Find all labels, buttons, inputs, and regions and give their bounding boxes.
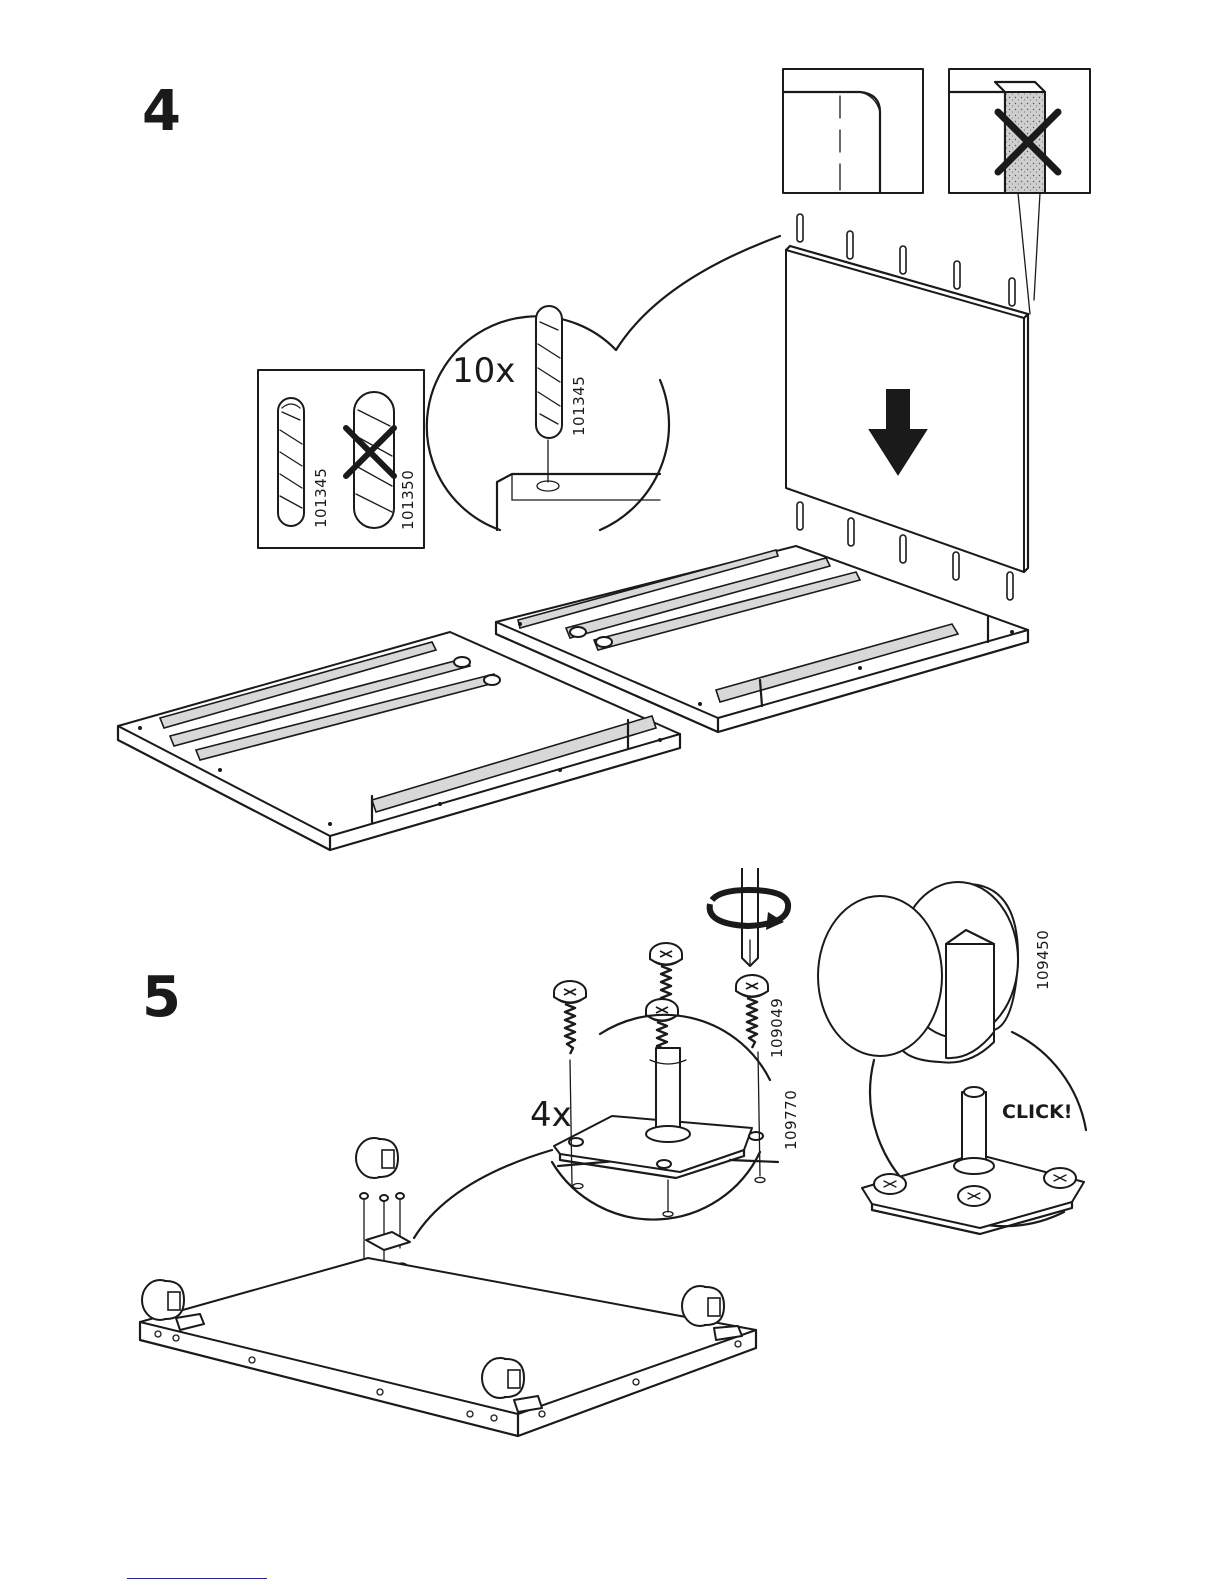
part-number-label: 109770 — [782, 1090, 800, 1150]
footer-rule — [127, 1578, 267, 1579]
step-number: 4 — [142, 79, 181, 144]
caster-icon — [482, 1358, 524, 1398]
caster-exploded-small — [356, 1138, 410, 1269]
screw-icon — [736, 975, 768, 1048]
edge-wrong-detail — [949, 69, 1090, 314]
vertical-panel — [786, 214, 1028, 600]
quantity-label: 10x — [452, 351, 515, 391]
bottom-panel-with-casters — [140, 1258, 756, 1436]
edge-correct-detail — [783, 69, 923, 193]
dowel-magnifier: 10x 101345 — [427, 236, 780, 530]
step-4: 4 101345 — [118, 69, 1090, 850]
screwdriver-icon — [710, 868, 788, 966]
dowel-comparison-box: 101345 101350 — [258, 370, 424, 548]
caster-icon — [682, 1286, 724, 1326]
caster-icon — [142, 1280, 184, 1320]
screw-icon — [554, 981, 586, 1054]
part-number-label: 109049 — [768, 998, 786, 1058]
click-label: CLICK! — [1002, 1101, 1072, 1123]
step-5: 5 109049 — [140, 868, 1086, 1436]
step-number: 5 — [142, 965, 181, 1030]
caster-magnifier: CLICK! — [862, 1032, 1086, 1234]
quantity-label: 4x — [530, 1095, 572, 1135]
dowel-wrong-icon — [346, 392, 394, 528]
part-number-label: 101345 — [570, 376, 588, 436]
part-number-label: 101345 — [312, 468, 330, 528]
dowel-correct-icon — [278, 398, 304, 526]
part-number-label: 101350 — [399, 470, 417, 530]
plate-magnifier: 4x 109770 — [414, 1015, 800, 1238]
part-number-label: 109450 — [1034, 930, 1052, 990]
dowel-icon — [536, 306, 562, 438]
